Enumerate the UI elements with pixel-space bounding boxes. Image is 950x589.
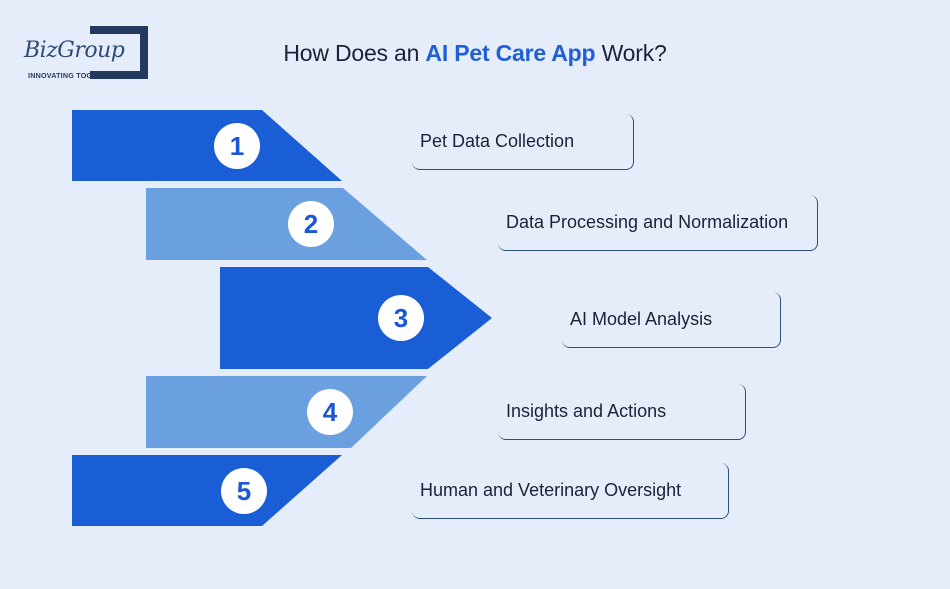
step-5-number: 5 bbox=[221, 468, 267, 514]
page-title: How Does an AI Pet Care App Work? bbox=[0, 40, 950, 67]
title-suffix: Work? bbox=[595, 40, 667, 66]
step-1-number: 1 bbox=[214, 123, 260, 169]
logo-frame-icon bbox=[90, 26, 148, 79]
step-4-arrow bbox=[146, 376, 427, 448]
step-4-label: Insights and Actions bbox=[498, 384, 746, 440]
step-4-number: 4 bbox=[307, 389, 353, 435]
step-1-label: Pet Data Collection bbox=[412, 114, 634, 170]
step-2-arrow bbox=[146, 188, 427, 260]
title-prefix: How Does an bbox=[283, 40, 426, 66]
step-2-label: Data Processing and Normalization bbox=[498, 195, 818, 251]
bizgroup-logo: BizGroup INNOVATING TOGETHER bbox=[22, 24, 158, 86]
logo-wordmark: BizGroup bbox=[24, 38, 127, 63]
logo-tagline: INNOVATING TOGETHER bbox=[28, 71, 118, 80]
step-3-number: 3 bbox=[378, 295, 424, 341]
step-5-label: Human and Veterinary Oversight bbox=[412, 463, 729, 519]
step-3-label: AI Model Analysis bbox=[562, 292, 781, 348]
step-2-number: 2 bbox=[288, 201, 334, 247]
step-5-arrow bbox=[72, 455, 342, 526]
step-3-arrow bbox=[220, 267, 492, 369]
title-highlight: AI Pet Care App bbox=[425, 40, 596, 66]
step-1-arrow bbox=[72, 110, 342, 181]
